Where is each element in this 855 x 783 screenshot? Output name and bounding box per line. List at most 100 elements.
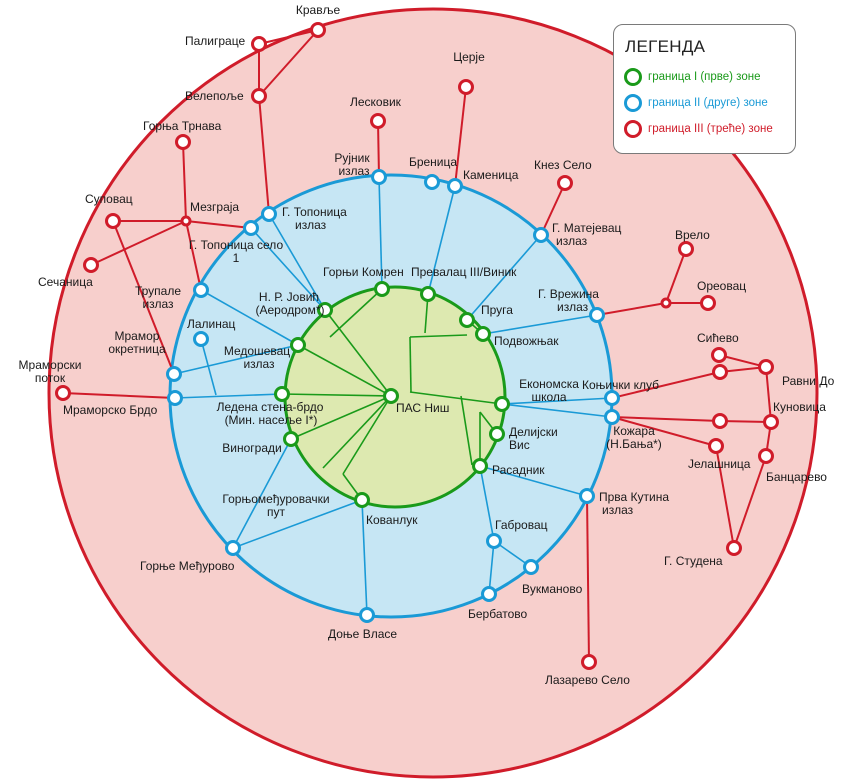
stop-marker-куновица[interactable] (763, 414, 779, 430)
stop-label-мрамор-окретница: окретница (108, 342, 166, 356)
stop-marker-економска-школа[interactable] (494, 396, 510, 412)
stop-marker-г-студена[interactable] (726, 540, 742, 556)
stop-marker-ледена-стена-брдо-мин-насеље-i[interactable] (274, 386, 290, 402)
stop-marker-мезграја[interactable] (180, 215, 192, 227)
stop-marker-сечаница[interactable] (83, 257, 99, 273)
zone-1-links (281, 288, 503, 501)
stop-label-рујник-излаз: Рујник (334, 151, 370, 165)
stop-label-горња-трнава: Горња Трнава (143, 119, 222, 133)
stop-marker-г-топоница-село-1[interactable] (243, 220, 259, 236)
stop-label-ледена-стена-брдо-мин-насеље-i: Ледена стена-брдо (217, 400, 324, 414)
stop-label-јелашница: Јелашница (688, 457, 751, 471)
stop-label-ледена-стена-брдо-мин-насеље-i: (Мин. насеље I*) (225, 413, 318, 427)
junction-marker[interactable] (660, 297, 672, 309)
stop-label-палиграце: Палиграце (185, 34, 245, 48)
stop-marker-пруга[interactable] (459, 312, 475, 328)
stop-marker-рујник-излаз[interactable] (371, 169, 387, 185)
zone-3-marker-icon (624, 120, 642, 138)
legend-item-zone-1: граница I (прве) зоне (624, 68, 760, 86)
stop-marker-трупале-излаз[interactable] (193, 282, 209, 298)
stop-marker-горњи-комрен[interactable] (374, 281, 390, 297)
stop-label-габровац: Габровац (495, 518, 548, 532)
stop-marker-кожара-н-бања[interactable] (604, 409, 620, 425)
stop-label-н-р-јовић-аеродром: Н. Р. Јовић (259, 290, 319, 304)
stop-label-сечаница: Сечаница (38, 275, 93, 289)
stop-marker-мраморско-брдо[interactable] (167, 390, 183, 406)
stop-marker-кнез-село[interactable] (557, 175, 573, 191)
stop-label-горњи-комрен: Горњи Комрен (323, 265, 404, 279)
stop-marker-коњички-клуб[interactable] (604, 390, 620, 406)
stop-label-ореовац: Ореовац (697, 279, 746, 293)
stop-marker-сићево-2[interactable] (712, 364, 728, 380)
stop-label-велепоље: Велепоље (185, 89, 244, 103)
stop-marker-бреница[interactable] (424, 174, 440, 190)
stop-marker-суповац[interactable] (105, 213, 121, 229)
stop-marker-center[interactable] (383, 388, 399, 404)
stop-marker-делијски-вис[interactable] (489, 426, 505, 442)
stop-label-церје: Церје (453, 50, 485, 64)
stop-marker-расадник[interactable] (472, 458, 488, 474)
stop-marker-јелашница-2[interactable] (712, 413, 728, 429)
stop-label-мезграја: Мезграја (190, 200, 239, 214)
stop-label-г-врежина-излаз: излаз (557, 300, 589, 314)
stop-label-виногради: Виногради (222, 441, 281, 455)
stop-marker-каменица[interactable] (447, 178, 463, 194)
stop-label-економска-школа: школа (531, 390, 566, 404)
stop-marker-врело[interactable] (678, 241, 694, 257)
stop-marker-банцарево[interactable] (758, 448, 774, 464)
stop-label-кованлук: Кованлук (366, 513, 418, 527)
stop-marker-јелашница[interactable] (708, 438, 724, 454)
stop-label-куновица: Куновица (773, 400, 826, 414)
stop-marker-г-врежина-излаз[interactable] (589, 307, 605, 323)
stop-label-расадник: Расадник (492, 463, 545, 477)
stop-label-трупале-излаз: излаз (142, 297, 174, 311)
stop-label-г-топоница-излаз: излаз (295, 218, 327, 232)
stop-marker-г-матејевац-излаз[interactable] (533, 227, 549, 243)
stop-marker-кованлук[interactable] (354, 492, 370, 508)
stop-marker-равни-до[interactable] (758, 359, 774, 375)
zone-2-marker-icon (624, 94, 642, 112)
stop-label-превалац-iii-виник: Превалац III/Виник (411, 265, 517, 279)
stop-marker-вукманово[interactable] (523, 559, 539, 575)
stop-marker-сићево[interactable] (711, 347, 727, 363)
stop-marker-кравље[interactable] (310, 22, 326, 38)
stop-label-г-врежина-излаз: Г. Врежина (538, 287, 599, 301)
stop-marker-горње-међурово[interactable] (225, 540, 241, 556)
stop-label-г-топоница-село-1: Г. Топоница село (189, 238, 284, 252)
stop-marker-лалинац[interactable] (193, 331, 209, 347)
stop-label-рујник-излаз: излаз (338, 164, 370, 178)
stop-marker-горња-трнава[interactable] (175, 134, 191, 150)
stop-marker-лесковик[interactable] (370, 113, 386, 129)
stop-marker-лазарево-село[interactable] (581, 654, 597, 670)
stop-label-кнез-село: Кнез Село (534, 158, 592, 172)
stop-label-г-топоница-излаз: Г. Топоница (282, 205, 347, 219)
stop-label-горњомеђуровачки-пут: пут (267, 505, 285, 519)
stop-marker-медошевац-излаз[interactable] (290, 337, 306, 353)
stop-marker-подвожњак[interactable] (475, 326, 491, 342)
stops-layer (55, 22, 779, 670)
stop-marker-г-топоница-излаз[interactable] (261, 206, 277, 222)
stop-marker-доње-власе[interactable] (359, 607, 375, 623)
stop-label-вукманово: Вукманово (522, 582, 583, 596)
stop-label-лесковик: Лесковик (350, 95, 402, 109)
stop-label-равни-до: Равни До (782, 374, 835, 388)
stop-label-делијски-вис: Вис (509, 438, 530, 452)
stop-label-г-матејевац-излаз: Г. Матејевац (552, 221, 622, 235)
stop-marker-велепоље[interactable] (251, 88, 267, 104)
stop-marker-превалац-iii-виник[interactable] (420, 286, 436, 302)
stop-marker-мраморски-поток[interactable] (55, 385, 71, 401)
stop-marker-церје[interactable] (458, 79, 474, 95)
stop-label-г-матејевац-излаз: излаз (556, 234, 588, 248)
stop-marker-бербатово[interactable] (481, 586, 497, 602)
stop-marker-ореовац[interactable] (700, 295, 716, 311)
stop-marker-мрамор-окретница[interactable] (166, 366, 182, 382)
stop-label-трупале-излаз: Трупале (135, 284, 181, 298)
stop-label-медошевац-излаз: излаз (243, 357, 275, 371)
legend-label-zone-1: граница I (прве) зоне (648, 71, 761, 83)
stop-marker-горњомеђуровачки-пут[interactable] (283, 431, 299, 447)
stop-marker-прва-кутина-излаз[interactable] (579, 488, 595, 504)
stop-marker-н-р-јовић-аеродром[interactable] (317, 302, 333, 318)
stop-marker-габровац[interactable] (486, 533, 502, 549)
stop-marker-палиграце[interactable] (251, 36, 267, 52)
